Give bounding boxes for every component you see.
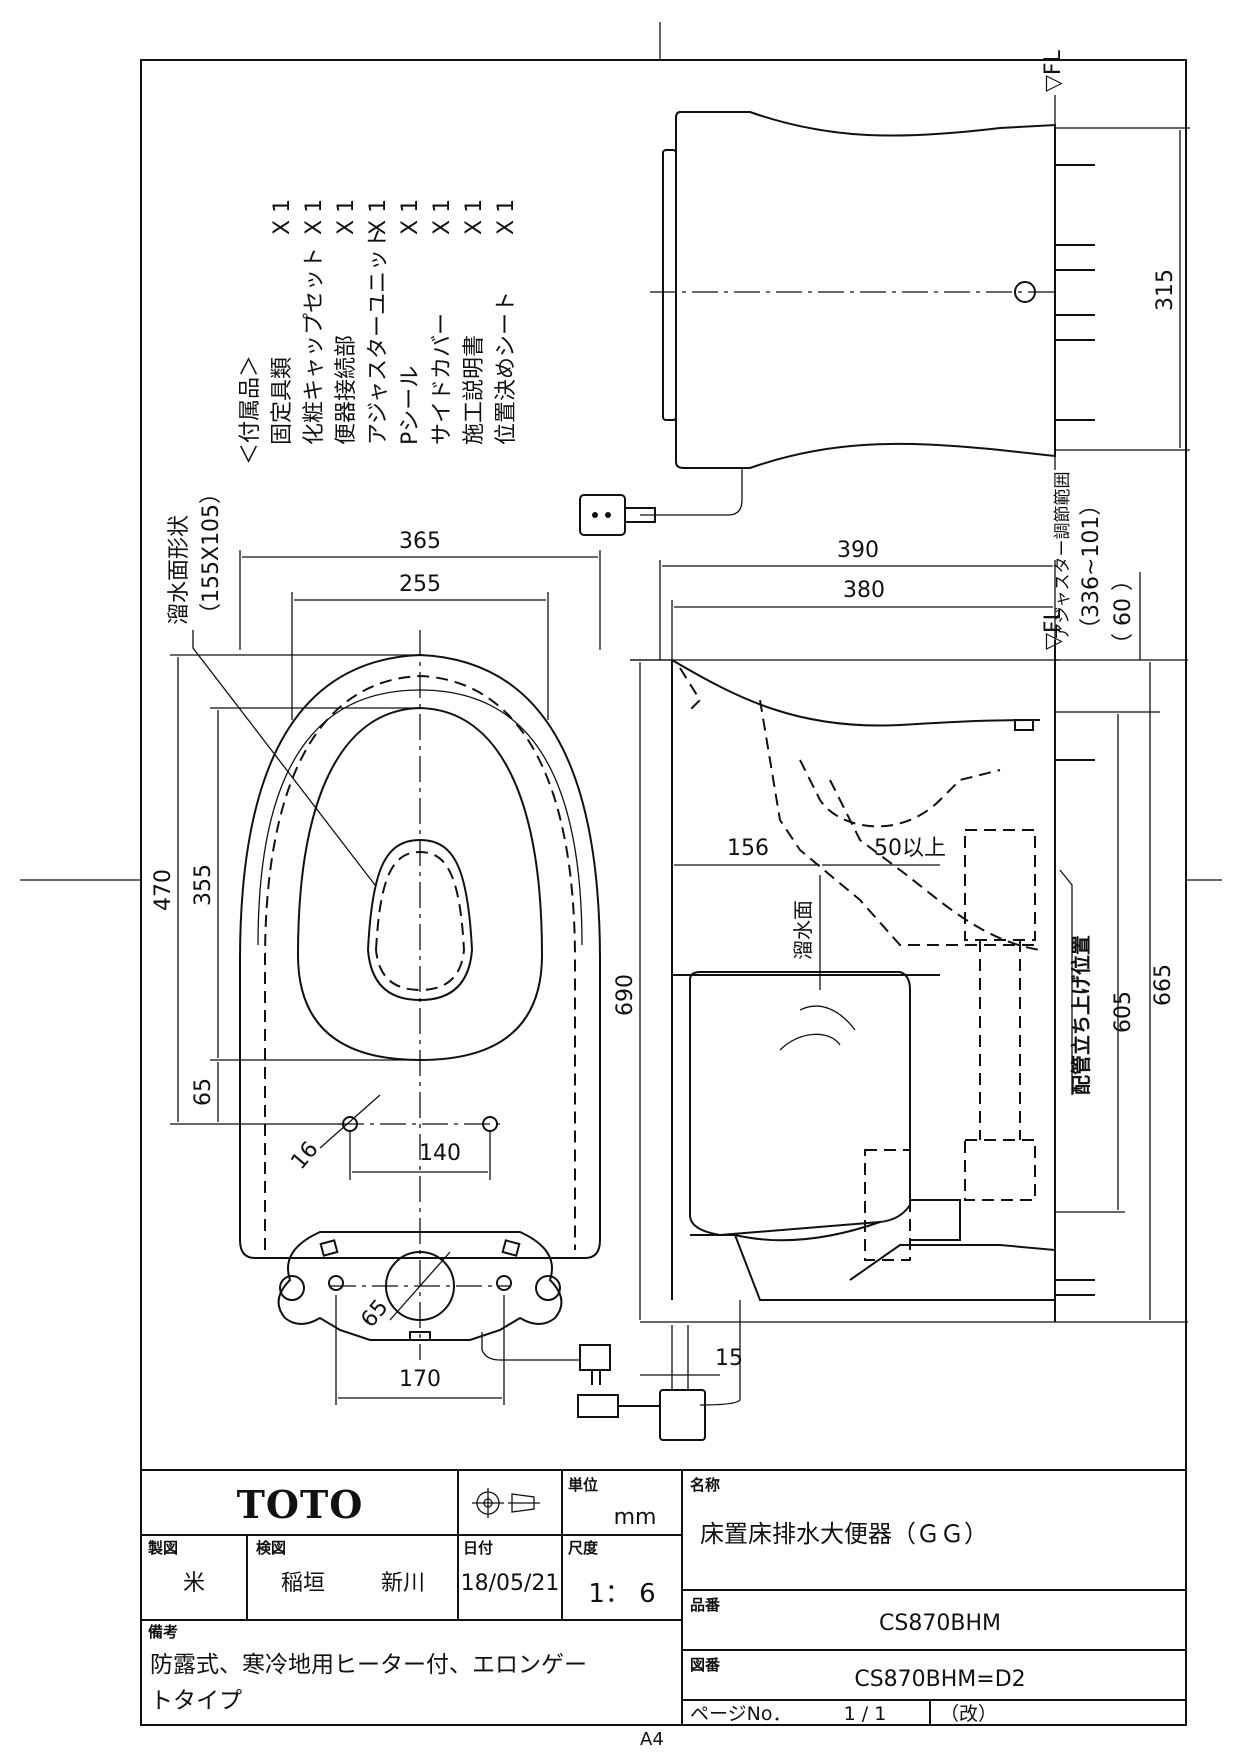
dim-15: 15	[715, 1346, 743, 1371]
scale-label: 尺度	[568, 1539, 599, 1557]
checked-value-2: 新川	[381, 1571, 425, 1596]
accessory-qty: X 1	[334, 199, 359, 235]
accessory-qty: X 1	[398, 199, 423, 235]
part-label: 品番	[690, 1596, 721, 1614]
dim-255: 255	[399, 572, 441, 597]
plan-view: 365 255 470 355 65 16 140 65 170	[151, 482, 611, 1405]
dim-170: 170	[399, 1367, 441, 1392]
accessory-qty: X 1	[302, 199, 327, 235]
accessory-name: アジャスターユニット	[366, 227, 391, 445]
date-value: 18/05/21	[461, 1571, 560, 1596]
dim-365: 365	[399, 529, 441, 554]
water-surface-shape	[366, 838, 474, 1002]
dim-390: 390	[837, 538, 879, 563]
power-plug	[579, 494, 626, 536]
dim-380: 380	[843, 578, 885, 603]
product-name: 床置床排水大便器（ＧＧ）	[700, 1520, 988, 1548]
adjuster-label: アジャスター調節範囲	[1053, 472, 1073, 640]
fl-label-top: ▽FL	[1041, 49, 1066, 92]
accessory-qty: X 1	[430, 199, 455, 235]
drawn-value: 米	[183, 1571, 205, 1596]
page-value: 1 / 1	[844, 1703, 887, 1725]
revision-label: （改）	[940, 1703, 997, 1725]
accessory-name: 便器接続部	[334, 335, 359, 445]
accessory-name: 施工説明書	[462, 335, 487, 445]
accessory-qty: X 1	[462, 199, 487, 235]
accessories-list: ＜付属品＞ 固定具類 化粧キャップセット 便器接続部 アジャスターユニット Pシ…	[238, 199, 519, 465]
part-number: CS870BHM	[879, 1611, 1001, 1636]
accessory-qty: X 1	[270, 199, 295, 235]
name-label: 名称	[690, 1476, 720, 1494]
water-surface-label: 溜水面	[791, 900, 815, 960]
fl-label-mid: ▽FL	[1041, 607, 1066, 650]
dim-156: 156	[727, 836, 769, 861]
dim-65-drain: 65	[356, 1295, 393, 1333]
page-label: ページNo．	[690, 1703, 791, 1725]
checked-value-1: 稲垣	[281, 1571, 325, 1596]
checked-label: 検図	[256, 1539, 286, 1557]
accessories-header: ＜付属品＞	[238, 355, 263, 465]
dim-60: （ 60 ）	[1111, 569, 1136, 655]
paper-size: A4	[640, 1729, 664, 1750]
accessory-qty: X 1	[494, 199, 519, 235]
remarks-label: 備考	[148, 1623, 178, 1641]
accessory-name: サイドカバー	[430, 313, 455, 445]
remarks-line-2: トタイプ	[150, 1688, 242, 1714]
scale-value: 1： 6	[588, 1579, 655, 1609]
tank-outline	[675, 111, 1056, 469]
overflow-label: 溜水面形状	[167, 515, 192, 625]
bowl-top	[671, 659, 1041, 727]
pipe-position-label: 配管立ち上げ位置	[1069, 935, 1093, 1095]
accessory-name: 位置決めシート	[494, 291, 519, 445]
seat-ring	[296, 706, 544, 1062]
dim-470: 470	[151, 869, 176, 911]
projection-symbol-icon	[472, 1488, 540, 1518]
dim-16: 16	[286, 1137, 323, 1175]
accessory-name: 化粧キャップセット	[302, 247, 327, 445]
remarks-line-1: 防露式、寒冷地用ヒーター付、エロンゲー	[150, 1652, 587, 1678]
accessory-name: Pシール	[398, 366, 423, 445]
accessory-qty: X 1	[366, 199, 391, 235]
dim-50: 50以上	[874, 836, 946, 861]
tank-base	[277, 1231, 563, 1341]
dim-140: 140	[419, 1141, 461, 1166]
bowl-outline	[239, 653, 601, 1259]
dim-605: 605	[1111, 991, 1136, 1033]
unit-value: mm	[614, 1505, 657, 1530]
drawing-label: 図番	[690, 1656, 721, 1674]
drawn-label: 製図	[147, 1539, 178, 1557]
drawing-number: CS870BHM=D2	[854, 1667, 1025, 1692]
power-adapter	[659, 1389, 706, 1441]
dim-355: 355	[191, 864, 216, 906]
toto-logo: TOTO	[237, 1482, 364, 1527]
overflow-size: （155X105）	[199, 482, 224, 625]
dim-665: 665	[1151, 964, 1176, 1006]
dim-65-left: 65	[191, 1078, 216, 1106]
bowl-body	[671, 660, 940, 1300]
accessory-name: 固定具類	[270, 357, 295, 445]
title-block: TOTO 単位 mm 名称 床置床排水大便器（ＧＧ） 製図 米 検図 稲垣 新川…	[141, 1469, 1186, 1750]
dim-690: 690	[613, 974, 638, 1016]
adjuster-range: （336~101）	[1079, 494, 1104, 640]
drawing-frame	[140, 59, 1187, 1726]
date-label: 日付	[463, 1539, 493, 1557]
unit-label: 単位	[568, 1476, 598, 1494]
tank-top-view: ▽FL 315	[579, 49, 1190, 536]
side-view: ▽FL 390 380 アジャスター調節範囲 （336~101） （	[577, 472, 1188, 1441]
dim-315: 315	[1153, 269, 1178, 311]
